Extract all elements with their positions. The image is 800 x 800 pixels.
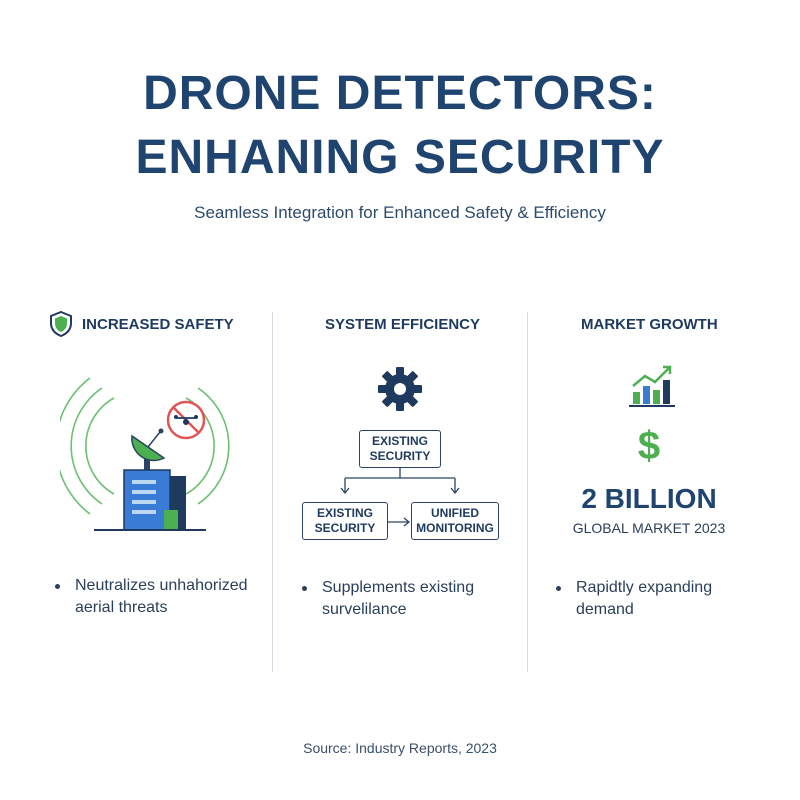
growth-chart-icon	[629, 365, 675, 407]
flow-arrows	[340, 468, 460, 527]
column-divider-left	[272, 312, 273, 672]
unified-monitoring-box: UNIFIED MONITORING	[411, 502, 499, 540]
no-drone-icon	[166, 400, 206, 440]
safety-heading: INCREASED SAFETY	[48, 310, 234, 338]
left-box-line-1: EXISTING	[316, 506, 373, 520]
efficiency-bullet: Supplements existing survelilance	[302, 577, 474, 621]
safety-bullet-line-2: aerial threats	[75, 599, 168, 616]
dollar-icon: $	[637, 424, 661, 468]
source-note: Source: Industry Reports, 2023	[303, 740, 497, 756]
safety-bullet-line-1: Neutralizes unhahorized	[75, 577, 248, 594]
title-line-2: ENHANING SECURITY	[135, 131, 665, 184]
building-icon	[94, 469, 206, 531]
right-box-line-2: MONITORING	[416, 521, 494, 535]
market-bullet-line-2: demand	[576, 601, 634, 618]
existing-security-left-box: EXISTING SECURITY	[302, 502, 388, 540]
efficiency-heading-label: SYSTEM EFFICIENCY	[325, 315, 481, 333]
title-line-1: DRONE DETECTORS:	[143, 67, 657, 120]
top-box-line-1: EXISTING	[371, 434, 428, 448]
efficiency-bullet-line-2: survelilance	[322, 601, 407, 618]
existing-security-top-box: EXISTING SECURITY	[359, 430, 441, 468]
top-box-line-2: SECURITY	[369, 449, 431, 463]
market-heading-label: MARKET GROWTH	[581, 315, 718, 333]
market-stat-value: 2 BILLION	[581, 483, 717, 514]
efficiency-bullet-line-1: Supplements existing	[322, 579, 475, 596]
safety-heading-label: INCREASED SAFETY	[82, 315, 234, 333]
right-box-line-1: UNIFIED	[431, 506, 479, 520]
page-title: DRONE DETECTORS: ENHANING SECURITY	[0, 62, 800, 190]
safety-bullet: Neutralizes unhahorized aerial threats	[55, 575, 248, 619]
column-divider-right	[527, 312, 528, 672]
market-stat-label: GLOBAL MARKET 2023	[572, 520, 726, 536]
market-bullet: Rapidtly expanding demand	[556, 577, 712, 621]
market-heading: MARKET GROWTH	[581, 312, 718, 336]
left-box-line-2: SECURITY	[314, 521, 376, 535]
safety-illustration	[60, 377, 230, 531]
bullet-dot	[55, 584, 60, 589]
gear-icon	[378, 367, 422, 411]
market-bullet-line-1: Rapidtly expanding	[576, 579, 713, 596]
bullet-dot	[556, 586, 561, 591]
shield-icon	[50, 310, 72, 338]
efficiency-heading: SYSTEM EFFICIENCY	[325, 312, 480, 336]
bullet-dot	[302, 586, 307, 591]
page-subtitle: Seamless Integration for Enhanced Safety…	[194, 203, 606, 222]
radar-dish-icon	[131, 428, 166, 472]
